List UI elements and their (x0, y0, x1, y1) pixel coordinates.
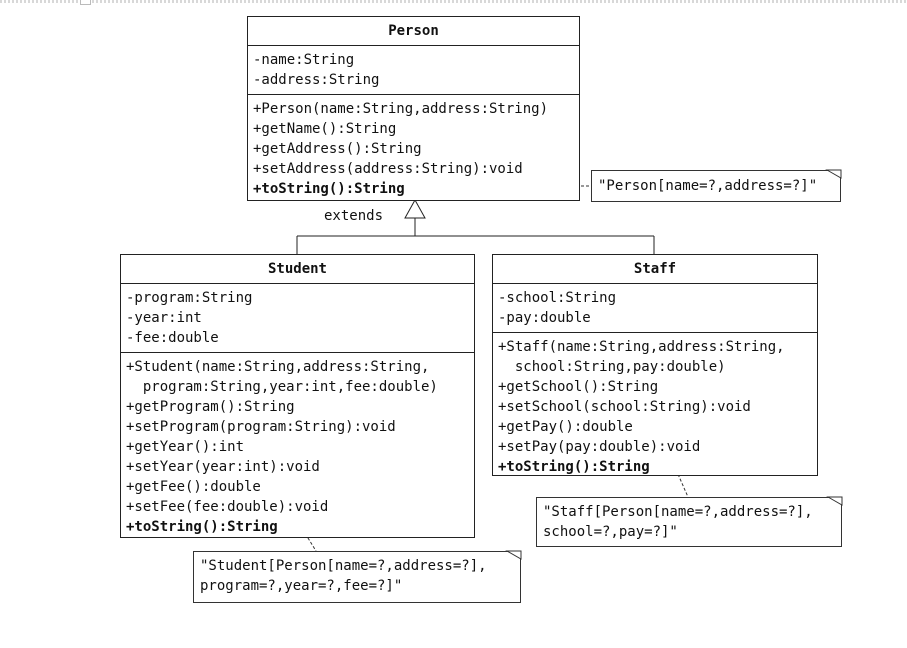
student-method: +Student(name:String,address:String, (126, 359, 430, 375)
inheritance-lines (296, 198, 655, 255)
staff-tostring-note: "Staff[Person[name=?,address=?], school=… (536, 496, 843, 547)
student-class-box: Student -program:String -year:int -fee:d… (120, 254, 475, 538)
student-method: +getYear():int (126, 439, 245, 455)
person-class-box: Person -name:String -address:String +Per… (247, 16, 580, 201)
student-methods: +Student(name:String,address:String, pro… (121, 353, 474, 541)
student-tostring-note: "Student[Person[name=?,address=?], progr… (193, 550, 522, 603)
student-attribute: -fee:double (126, 330, 219, 346)
person-method: +getAddress():String (253, 141, 422, 157)
staff-attribute: -school:String (498, 290, 617, 306)
staff-tostring-method: +toString():String (498, 459, 650, 475)
staff-method: +setSchool(school:String):void (498, 399, 751, 415)
staff-class-box: Staff -school:String -pay:double +Staff(… (492, 254, 818, 476)
staff-class-name: Staff (493, 255, 817, 284)
note-text: school=?,pay=?]" (543, 524, 678, 540)
top-dotted-border (0, 0, 907, 3)
note-fold-icon (505, 550, 522, 560)
staff-method: +Staff(name:String,address:String, (498, 339, 785, 355)
note-text: "Staff[Person[name=?,address=?], (543, 504, 813, 520)
staff-method: +setPay(pay:double):void (498, 439, 701, 455)
inheritance-arrowhead (404, 198, 426, 219)
staff-attribute: -pay:double (498, 310, 591, 326)
student-method: +getFee():double (126, 479, 261, 495)
note-text: "Person[name=?,address=?]" (598, 178, 818, 194)
person-method: +getName():String (253, 121, 397, 137)
staff-method: school:String,pay:double) (498, 359, 726, 375)
note-text: program=?,year=?,fee=?]" (200, 578, 403, 594)
staff-method: +getSchool():String (498, 379, 659, 395)
person-class-name: Person (248, 17, 579, 46)
student-attribute: -program:String (126, 290, 253, 306)
student-tostring-method: +toString():String (126, 519, 278, 535)
note-text: "Student[Person[name=?,address=?], (200, 558, 487, 574)
student-method: +getProgram():String (126, 399, 295, 415)
person-methods: +Person(name:String,address:String) +get… (248, 95, 579, 203)
note-fold-icon (826, 496, 843, 506)
person-attribute: -name:String (253, 52, 355, 68)
student-attribute: -year:int (126, 310, 202, 326)
person-attributes: -name:String -address:String (248, 46, 579, 95)
student-method: +setProgram(program:String):void (126, 419, 396, 435)
staff-attributes: -school:String -pay:double (493, 284, 817, 333)
student-method: +setFee(fee:double):void (126, 499, 329, 515)
note-fold-icon (825, 169, 842, 179)
student-attributes: -program:String -year:int -fee:double (121, 284, 474, 353)
top-marker (80, 0, 91, 5)
person-tostring-method: +toString():String (253, 181, 405, 197)
person-method: +setAddress(address:String):void (253, 161, 523, 177)
person-attribute: -address:String (253, 72, 380, 88)
staff-methods: +Staff(name:String,address:String, schoo… (493, 333, 817, 481)
student-method: +setYear(year:int):void (126, 459, 320, 475)
student-class-name: Student (121, 255, 474, 284)
extends-label: extends (324, 208, 384, 224)
student-method: program:String,year:int,fee:double) (126, 379, 438, 395)
person-method: +Person(name:String,address:String) (253, 101, 549, 117)
staff-method: +getPay():double (498, 419, 633, 435)
person-tostring-note: "Person[name=?,address=?]" (591, 169, 842, 202)
